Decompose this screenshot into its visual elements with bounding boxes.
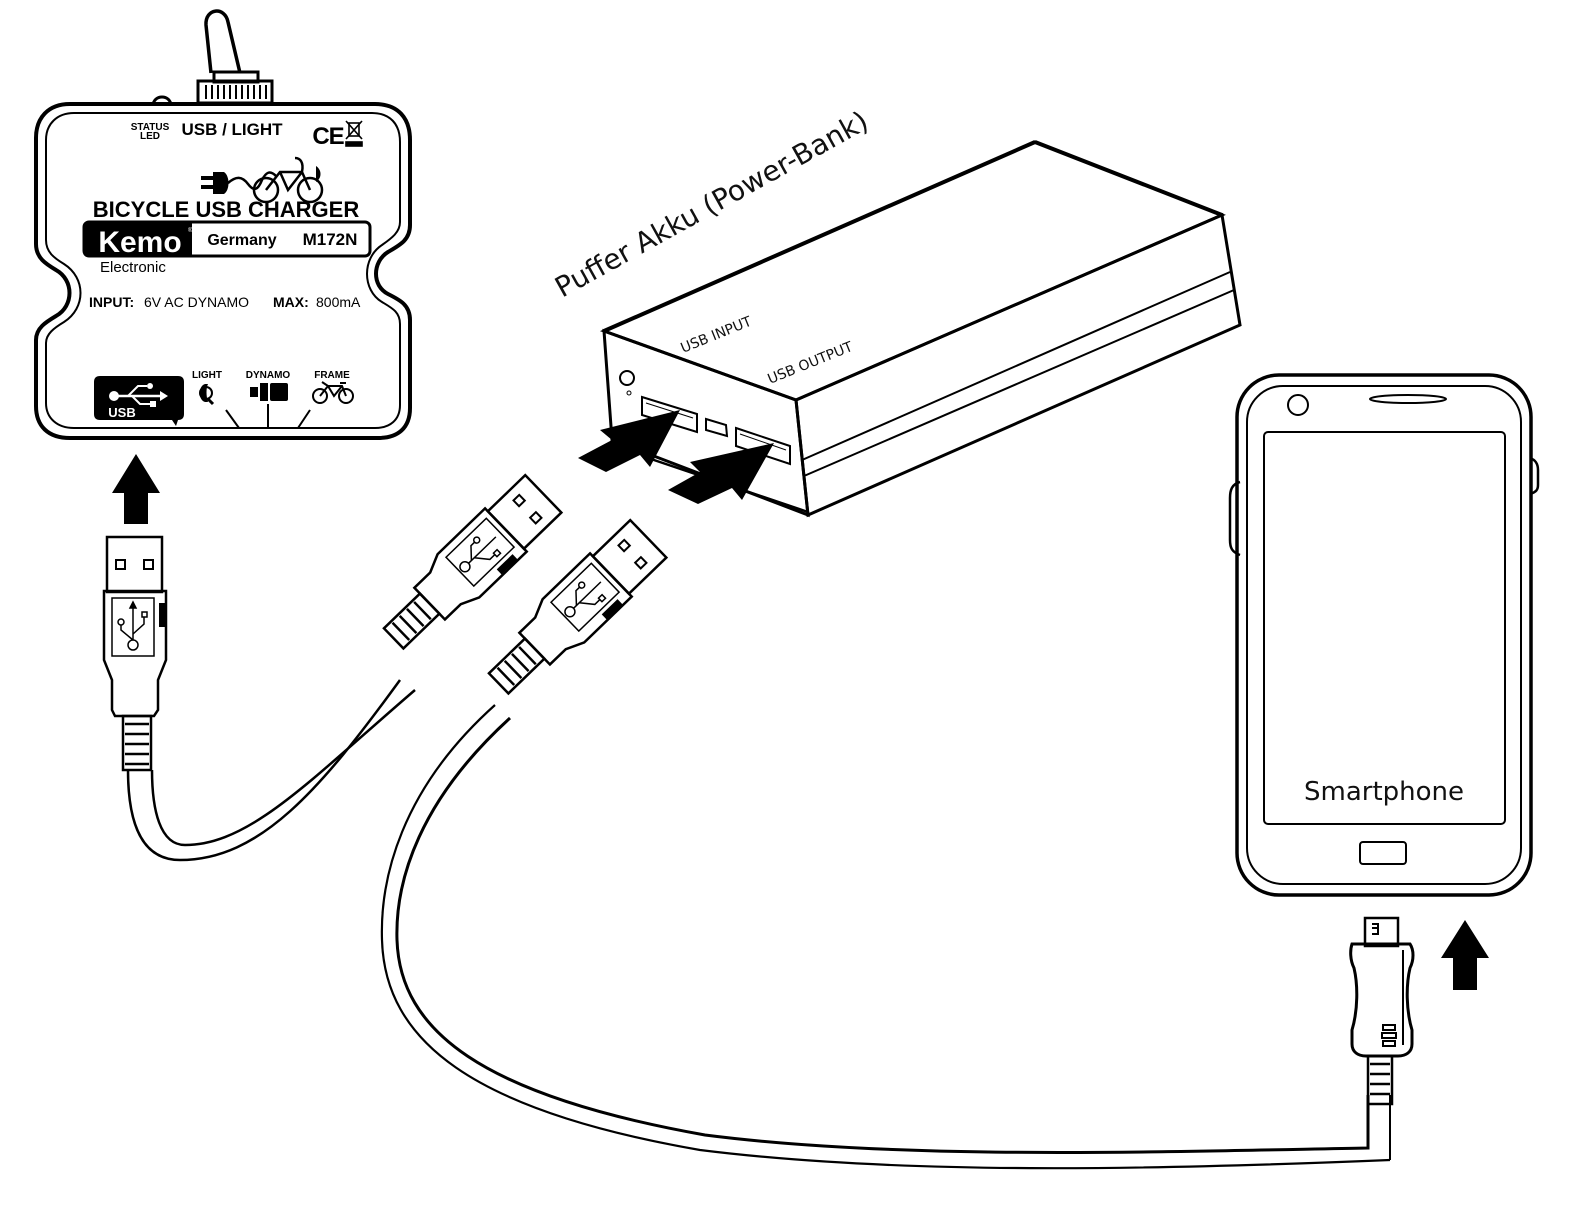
- lamp-icon: [199, 384, 215, 406]
- usb-a-plug-powerbank-input: [382, 473, 564, 651]
- toggle-switch-icon[interactable]: [196, 9, 274, 105]
- terminal-light-label: LIGHT: [192, 370, 222, 381]
- arrow-icon: [578, 410, 680, 472]
- origin-label: Germany: [207, 232, 276, 249]
- smartphone-label: Smartphone: [1304, 777, 1464, 807]
- power-button-icon[interactable]: [619, 370, 635, 386]
- earpiece-speaker: [1369, 394, 1447, 404]
- usb-a-plug-powerbank-output: [487, 518, 669, 696]
- arrow-icon: [668, 443, 774, 504]
- phone-screen: [1263, 431, 1506, 825]
- max-label: MAX:: [273, 294, 309, 310]
- charger-outline-outer: [34, 102, 412, 440]
- weee-bin-icon: [345, 120, 363, 147]
- ce-mark: CE: [312, 123, 344, 150]
- usb-light-label: USB / LIGHT: [181, 120, 283, 139]
- frame-bicycle-icon: [312, 381, 354, 404]
- usb-output-port[interactable]: [735, 426, 791, 466]
- model-label: M172N: [303, 230, 358, 249]
- usb-input-label: USB INPUT: [679, 314, 755, 357]
- usb-symbol-icon: [109, 383, 168, 407]
- usb-symbol-icon: [117, 600, 148, 651]
- product-title: BICYCLE USB CHARGER: [93, 197, 360, 222]
- brand-logo: Kemo: [98, 226, 181, 259]
- charger-outline-inner: [45, 112, 401, 429]
- usb-badge-label: USB: [108, 405, 135, 420]
- strain-relief: [121, 714, 153, 772]
- dynamo-icon: [250, 383, 288, 401]
- terminal-frame-label: FRAME: [314, 370, 350, 381]
- status-led-label-line2: LED: [140, 131, 160, 142]
- brand-subtitle: Electronic: [100, 259, 166, 276]
- powerbank-side-face: [794, 212, 1242, 518]
- home-button[interactable]: [1359, 841, 1407, 865]
- front-camera-icon: [1287, 394, 1309, 416]
- micro-usb-port[interactable]: [705, 417, 729, 438]
- terminal-leads: [225, 404, 311, 429]
- usb-input-port[interactable]: [641, 395, 698, 434]
- micro-usb-plug: [1349, 916, 1415, 1106]
- arrow-icon: [1441, 920, 1489, 990]
- usb-port-badge[interactable]: USB: [94, 376, 184, 426]
- phone-side-button-right: [1529, 456, 1540, 496]
- max-value: 800mA: [316, 294, 361, 310]
- phone-body-inner: [1246, 385, 1522, 885]
- arrow-icon: [112, 454, 160, 524]
- phone-side-button-left: [1228, 480, 1241, 557]
- powerbank-title: Puffer Akku (Power-Bank): [549, 104, 873, 304]
- smartphone: Smartphone: [1228, 373, 1540, 897]
- status-led-dot: [626, 390, 632, 396]
- usb-a-plug-charger: [102, 535, 168, 772]
- plug-bicycle-icon: [201, 156, 324, 204]
- bicycle-usb-charger: STATUS LED USB / LIGHT CE BICYCLE USB CH…: [34, 9, 412, 440]
- terminal-dynamo-label: DYNAMO: [246, 370, 291, 381]
- input-label: INPUT:: [89, 294, 134, 310]
- phone-body-outer: [1235, 373, 1533, 897]
- cable-powerbank-to-phone: [380, 704, 1391, 1170]
- cable-charger-to-powerbank: [126, 679, 416, 862]
- brand-bar: Kemo ® Germany M172N: [82, 220, 372, 259]
- status-led-label-line1: STATUS: [131, 122, 170, 133]
- brand-registered-mark: ®: [188, 227, 193, 234]
- input-value: 6V AC DYNAMO: [144, 294, 249, 310]
